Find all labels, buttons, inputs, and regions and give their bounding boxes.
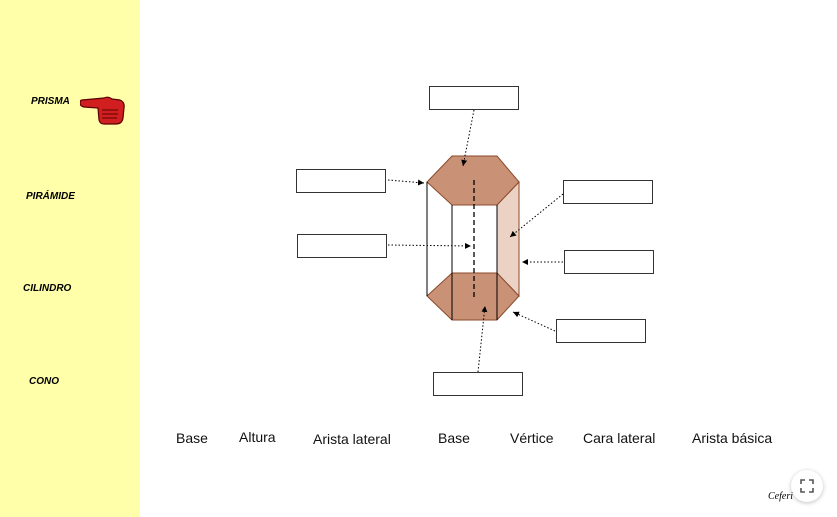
answer-box-left-upper[interactable]: [296, 169, 386, 193]
nav-item-prisma[interactable]: PRISMA: [31, 96, 70, 107]
option-vertice[interactable]: Vértice: [510, 430, 554, 446]
answer-box-left-middle[interactable]: [297, 234, 387, 258]
option-base-2[interactable]: Base: [438, 430, 470, 446]
answer-box-right-lower[interactable]: [556, 319, 646, 343]
nav-item-piramide[interactable]: PIRÁMIDE: [26, 191, 75, 202]
fullscreen-icon: [800, 479, 814, 493]
fullscreen-button[interactable]: [791, 470, 823, 502]
option-altura[interactable]: Altura: [239, 429, 276, 445]
option-arista-basica[interactable]: Arista básica: [692, 430, 773, 446]
answer-box-top[interactable]: [429, 86, 519, 110]
option-base[interactable]: Base: [176, 430, 208, 446]
option-cara-lateral[interactable]: Cara lateral: [583, 430, 656, 446]
nav-item-cono[interactable]: CONO: [29, 376, 59, 387]
nav-item-cilindro[interactable]: CILINDRO: [23, 283, 72, 294]
option-arista-lateral[interactable]: Arista lateral: [313, 431, 391, 447]
answer-box-bottom[interactable]: [433, 372, 523, 396]
answer-box-right-middle[interactable]: [564, 250, 654, 274]
pointing-hand-icon: [80, 96, 125, 125]
sidebar: PRISMA PIRÁMIDE CILINDRO CONO: [0, 0, 140, 517]
credit-text: Ceferi: [768, 491, 793, 502]
answer-box-right-upper[interactable]: [563, 180, 653, 204]
